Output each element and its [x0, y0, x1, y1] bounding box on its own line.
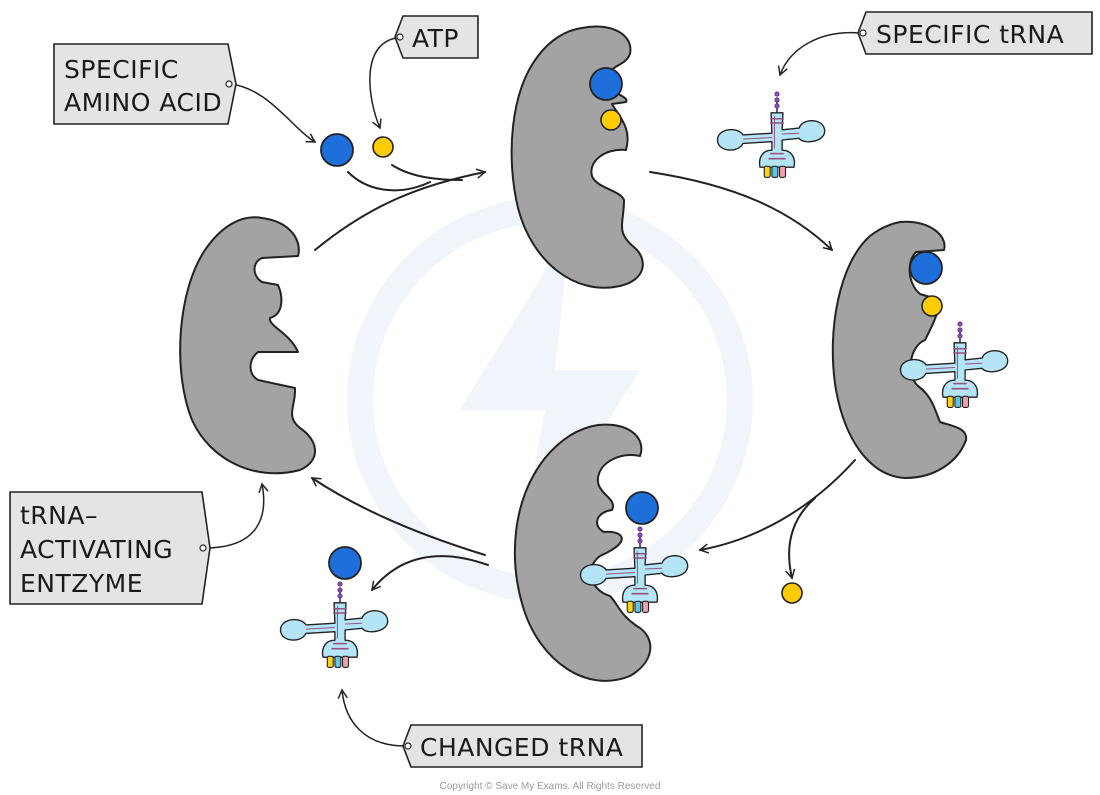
label-specific-amino-acid: SPECIFIC AMINO ACID: [53, 43, 237, 125]
pointer-atp: [369, 37, 397, 130]
enzyme-free: [179, 216, 316, 475]
enzyme-releasing-charged-trna: [513, 423, 652, 682]
enzyme-label-line2: ACTIVATING: [20, 535, 173, 564]
charged-trna-molecule: [279, 581, 389, 669]
enzyme-2-amino-acid: [589, 67, 623, 101]
label-charged-trna: CHANGED tRNA: [402, 724, 643, 768]
amino-acid-label-line1: SPECIFIC: [64, 55, 179, 84]
atp-merge-line: [391, 164, 463, 181]
specific-trna-label: SPECIFIC tRNA: [876, 20, 1064, 49]
label-specific-trna: SPECIFIC tRNA: [857, 11, 1093, 55]
free-atp: [372, 136, 394, 158]
cycle-arrow-to-left: [310, 477, 486, 556]
free-specific-trna: [716, 91, 826, 179]
enzyme-2-atp: [600, 109, 622, 131]
enzyme-label-line3: ENTZYME: [20, 569, 143, 598]
cycle-arrow-to-top: [314, 168, 487, 251]
amino-acid-merge-line: [347, 171, 431, 192]
label-atp: ATP: [394, 15, 479, 59]
charged-trna-release-arrow: [371, 555, 489, 592]
label-trna-activating-enzyme: tRNA– ACTIVATING ENTZYME: [9, 491, 211, 605]
charged-trna-label: CHANGED tRNA: [420, 733, 623, 762]
pointer-amino-acid: [229, 83, 317, 143]
free-amino-acid: [320, 133, 354, 167]
pointer-enzyme: [204, 482, 269, 549]
enzyme-with-amino-acid-and-atp: [510, 25, 644, 289]
enzyme-4-amino-acid: [625, 491, 659, 525]
amino-acid-label-line2: AMINO ACID: [64, 88, 222, 117]
copyright-notice: Copyright © Save My Exams. All Rights Re…: [440, 781, 661, 792]
released-atp: [781, 582, 803, 604]
pointer-specific-trna: [777, 31, 861, 77]
cycle-arrow-to-right: [649, 171, 834, 252]
cycle-arrow-to-bottom: [698, 459, 856, 554]
atp-label: ATP: [412, 24, 459, 53]
enzyme-label-line1: tRNA–: [20, 501, 98, 530]
enzyme-3-atp: [921, 295, 943, 317]
enzyme-with-trna-bound: [831, 220, 968, 479]
enzyme-3-amino-acid: [909, 251, 943, 285]
atp-release-arrow: [785, 497, 816, 580]
charged-trna-amino-acid: [328, 546, 362, 580]
pointer-charged-trna: [337, 688, 406, 747]
